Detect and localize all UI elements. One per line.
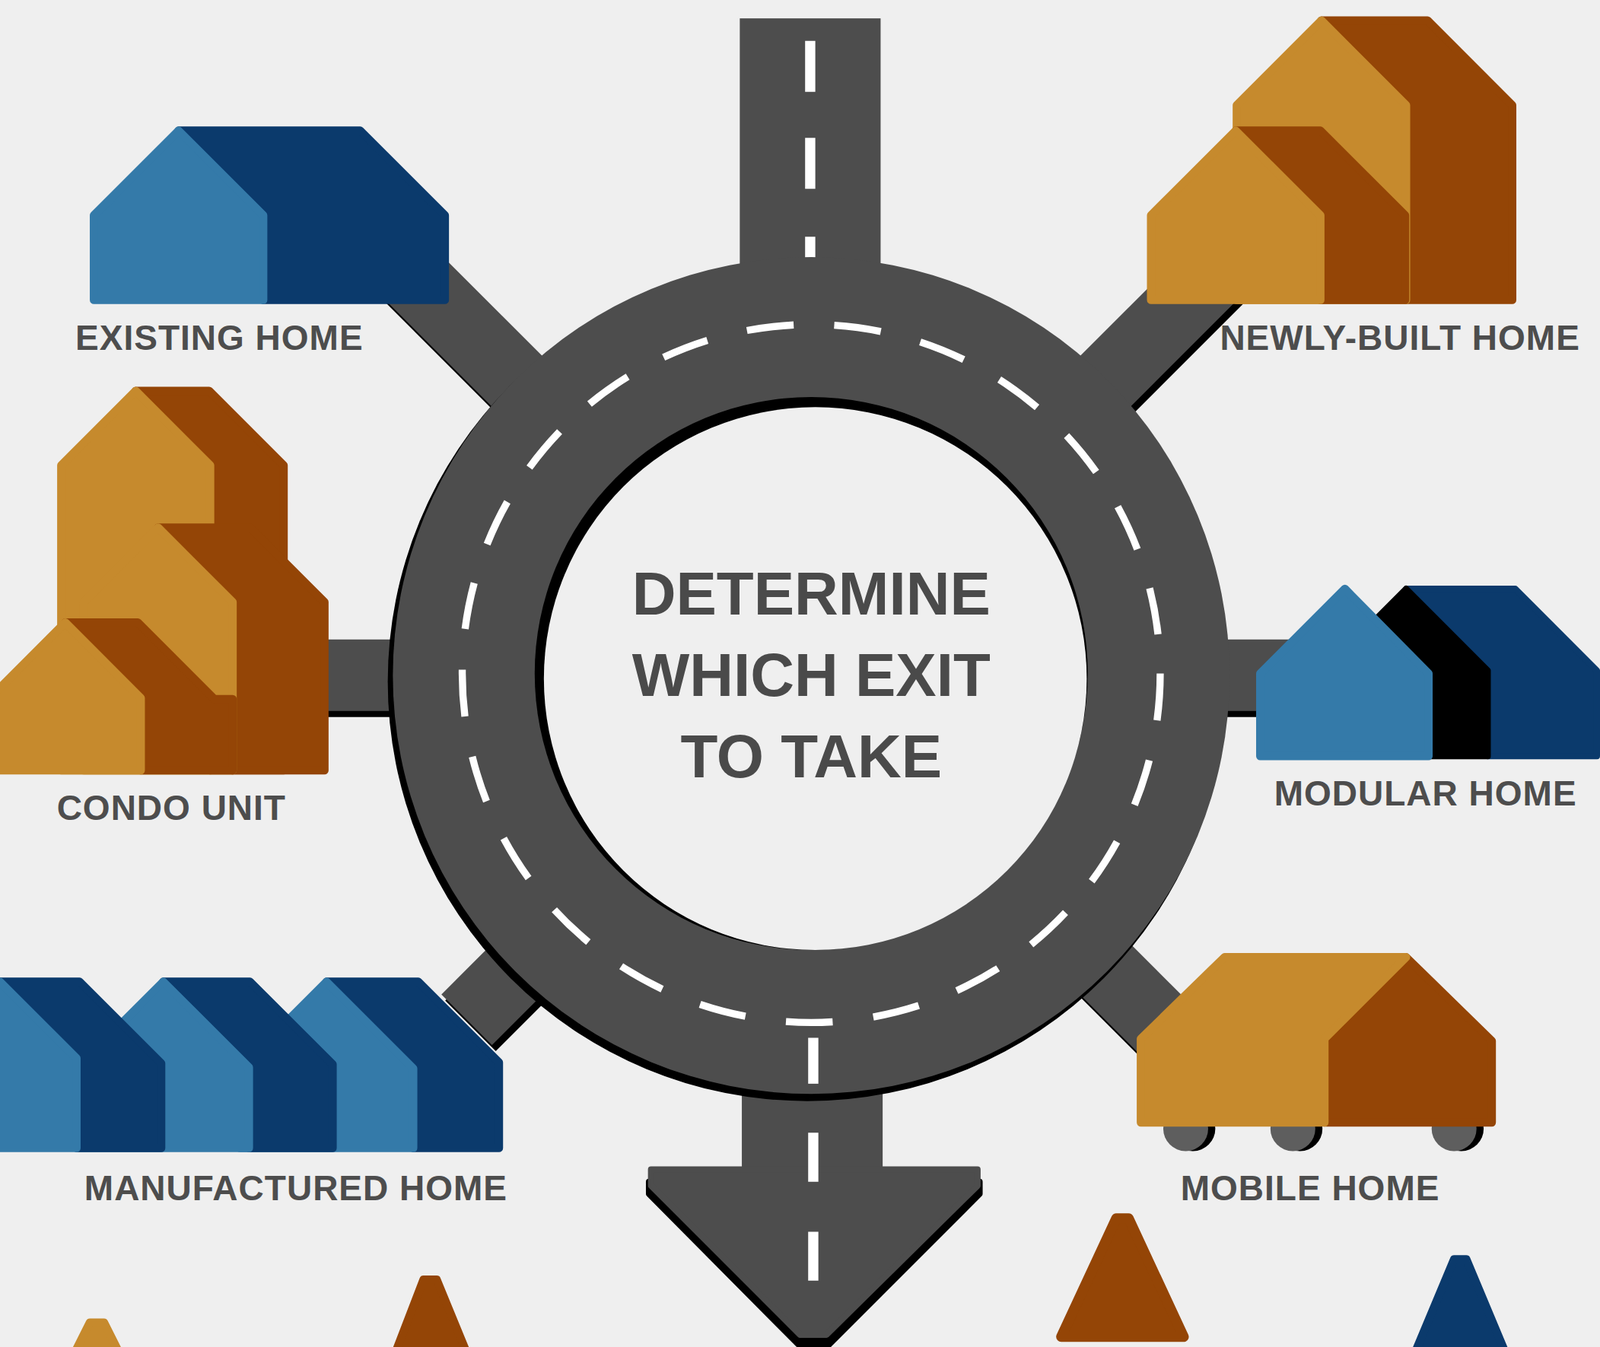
house-group: CONDO UNIT xyxy=(0,391,325,771)
house-group: NEWLY-BUILT HOME xyxy=(1151,20,1513,300)
decision-circle: DETERMINE WHICH EXIT TO TAKE xyxy=(540,404,1082,946)
exit-label: NEWLY-BUILT HOME xyxy=(1219,318,1580,358)
house-group: MANUFACTURED HOME xyxy=(0,981,500,1149)
exit-label: MODULAR HOME xyxy=(1274,774,1578,814)
house-face xyxy=(0,982,77,1149)
house-face xyxy=(1259,588,1429,757)
exit-label: MOBILE HOME xyxy=(1180,1169,1441,1209)
traffic-cone xyxy=(1061,1218,1184,1338)
house-group: EXISTING HOME xyxy=(93,130,445,301)
house-face xyxy=(1140,957,1406,1123)
house-face xyxy=(1151,130,1321,301)
hub-label: DETERMINE WHICH EXIT TO TAKE xyxy=(598,553,1025,798)
exit-label: EXISTING HOME xyxy=(75,318,363,358)
traffic-cone xyxy=(71,1323,123,1347)
exit-arrow xyxy=(651,1170,978,1336)
traffic-cone xyxy=(1412,1259,1508,1347)
road-dash xyxy=(807,1037,818,1084)
house-face xyxy=(0,622,141,771)
house-group: MOBILE HOME xyxy=(1140,957,1492,1152)
road-dash xyxy=(804,137,815,189)
exit-label: MANUFACTURED HOME xyxy=(84,1169,508,1209)
road-dash xyxy=(804,41,815,93)
island-shadow xyxy=(534,397,1088,951)
house-group: MODULAR HOME xyxy=(1259,588,1597,757)
house-face xyxy=(93,130,264,301)
ring-dashes xyxy=(462,324,1161,1024)
island xyxy=(543,407,1088,951)
exit-label: CONDO UNIT xyxy=(57,788,287,828)
road-dash xyxy=(807,1132,818,1182)
ring xyxy=(392,257,1230,1095)
road-dash xyxy=(807,1231,818,1281)
traffic-cone xyxy=(392,1279,470,1347)
